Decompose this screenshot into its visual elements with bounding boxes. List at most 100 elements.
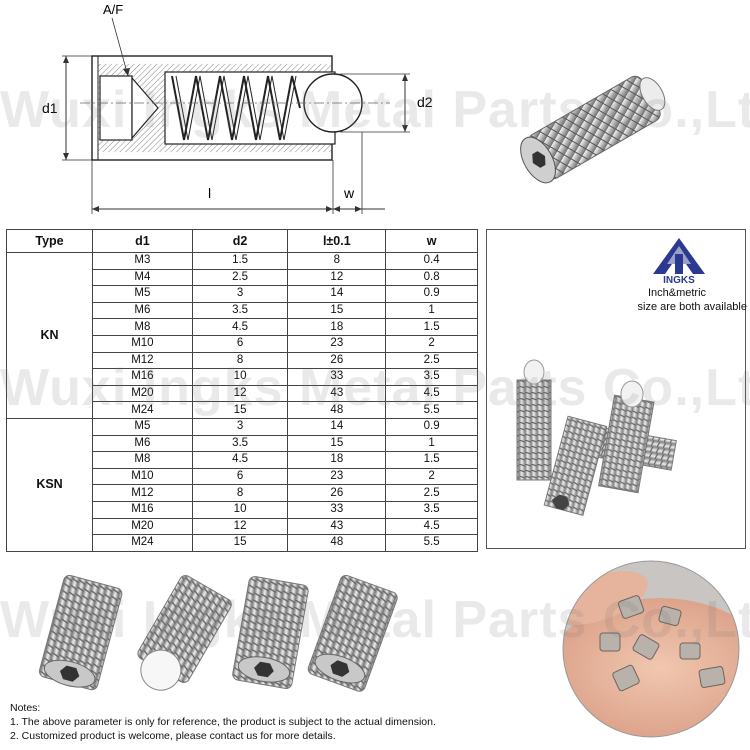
header-l: l±0.1 [287,229,387,253]
table-cell: M20 [92,384,193,403]
notes-title: Notes: [10,702,41,714]
table-cell: 10 [191,368,289,386]
note-item-1: 1. The above parameter is only for refer… [10,716,436,728]
table-cell: 3 [191,285,289,303]
brand-line-2: size are both available [637,301,747,313]
table-cell: 1.5 [385,318,478,336]
table-cell: 4.5 [191,451,289,469]
table-cell: 1.5 [191,252,289,270]
table-cell: 3.5 [385,368,478,386]
table-cell: 0.9 [385,417,478,436]
logo-text: INGKS [663,275,695,286]
table-cell: M24 [92,401,193,419]
table-cell: 15 [287,301,387,320]
table-cell: 8 [287,252,387,270]
table-cell: M6 [92,301,193,320]
table-cell: 33 [287,500,387,519]
label-l: l [208,185,211,201]
table-cell: 12 [191,384,289,403]
label-w: w [343,185,355,201]
table-cell: 3 [191,417,289,436]
table-cell: 0.8 [385,268,478,287]
label-d1: d1 [42,100,58,116]
table-cell: 14 [287,285,387,303]
table-cell: 2.5 [191,268,289,287]
table-cell: M24 [92,534,193,552]
table-cell: 43 [287,384,387,403]
table-cell: 23 [287,334,387,353]
table-cell: M12 [92,484,193,502]
table-cell: 4.5 [385,517,478,536]
table-cell: M16 [92,368,193,386]
table-cell: 2.5 [385,484,478,502]
table-cell: 3.5 [191,434,289,453]
table-cell: 26 [287,484,387,502]
table-cell: M8 [92,318,193,336]
table-cell: 6 [191,467,289,486]
table-cell: M20 [92,517,193,536]
brand-photo-panel: INGKS Inch&metric size are both availabl… [486,229,747,549]
table-cell: 3.5 [191,301,289,320]
table-cell: 2 [385,467,478,486]
table-cell: 48 [287,534,387,552]
table-cell: 8 [191,484,289,502]
table-cell: 1 [385,301,478,320]
table-cell: 23 [287,467,387,486]
table-cell: 1.5 [385,451,478,469]
table-cell: 6 [191,334,289,353]
table-cell: M10 [92,334,193,353]
table-cell: 12 [287,268,387,287]
table-cell: 2 [385,334,478,353]
type-cell: KN [5,252,94,419]
table-cell: 15 [287,434,387,453]
header-d1: d1 [92,229,193,253]
product-photo-row [38,575,398,692]
hand-photo [562,560,740,738]
ingks-logo [653,238,705,274]
table-cell: 0.9 [385,285,478,303]
table-cell: 0.4 [385,252,478,270]
table-cell: M12 [92,351,193,370]
table-cell: 14 [287,417,387,436]
table-cell: M8 [92,451,193,469]
table-cell: M4 [92,268,193,287]
table-cell: 12 [191,517,289,536]
product-photo-single [520,75,666,184]
table-cell: 15 [191,534,289,552]
table-cell: M5 [92,285,193,303]
table-cell: 2.5 [385,351,478,370]
table-cell: 15 [191,401,289,419]
table-cell: M5 [92,417,193,436]
table-cell: 18 [287,451,387,469]
table-cell: 48 [287,401,387,419]
table-cell: M3 [92,252,193,270]
header-d2: d2 [191,229,289,253]
table-cell: 33 [287,368,387,386]
brand-line-1: Inch&metric [647,287,707,299]
technical-drawing: A/F d1 d2 l w [42,2,433,214]
table-cell: M16 [92,500,193,519]
table-cell: 4.5 [191,318,289,336]
notes: Notes: 1. The above parameter is only fo… [10,701,436,743]
label-af: A/F [103,2,123,17]
table-cell: 3.5 [385,500,478,519]
note-item-2: 2. Customized product is welcome, please… [10,730,336,742]
table-cell: 1 [385,434,478,453]
table-cell: 5.5 [385,401,478,419]
table-cell: 10 [191,500,289,519]
table-cell: 43 [287,517,387,536]
table-cell: 5.5 [385,534,478,552]
table-cell: 18 [287,318,387,336]
